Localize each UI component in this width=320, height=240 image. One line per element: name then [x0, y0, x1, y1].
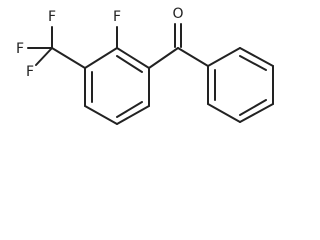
trifluoromethyl-group: F F F — [16, 9, 86, 80]
ring-a-bond-1 — [116, 47, 150, 69]
ring-a-bond-3 — [116, 105, 150, 125]
cf3-to-ring-bond — [51, 47, 86, 69]
carbonyl-to-right-ring-bond — [177, 47, 209, 67]
cf3-left-fluorine-label: F — [16, 41, 24, 57]
oxygen-label: O — [172, 6, 183, 22]
cf3-top-fluorine-label: F — [48, 9, 56, 25]
phenyl-ring — [207, 47, 274, 123]
carbonyl-group: O — [148, 6, 209, 69]
ring-fluorine-label: F — [113, 9, 121, 25]
ring-fluorine-substituent: F — [113, 9, 121, 49]
cf3-bottom-f-bond — [35, 47, 53, 66]
ring-b-inner-bond-1 — [239, 55, 267, 71]
ring-b-bond-1 — [207, 47, 241, 67]
ring-b-inner-bond-2 — [239, 99, 267, 116]
carbonyl-to-left-ring-bond — [148, 47, 179, 69]
ring-a-inner-bond-2 — [116, 101, 143, 118]
ring-b-bond-2 — [239, 47, 274, 67]
substituted-benzene-ring — [84, 47, 150, 125]
ring-a-bond-6 — [84, 47, 118, 69]
ring-b-bond-5 — [207, 103, 241, 123]
ring-a-inner-bond-1 — [116, 55, 143, 73]
cf3-bottom-fluorine-label: F — [26, 64, 34, 80]
ring-a-bond-4 — [84, 105, 118, 125]
chemical-structure-diagram: O F F F F — [16, 6, 274, 125]
ring-b-bond-4 — [239, 103, 274, 123]
